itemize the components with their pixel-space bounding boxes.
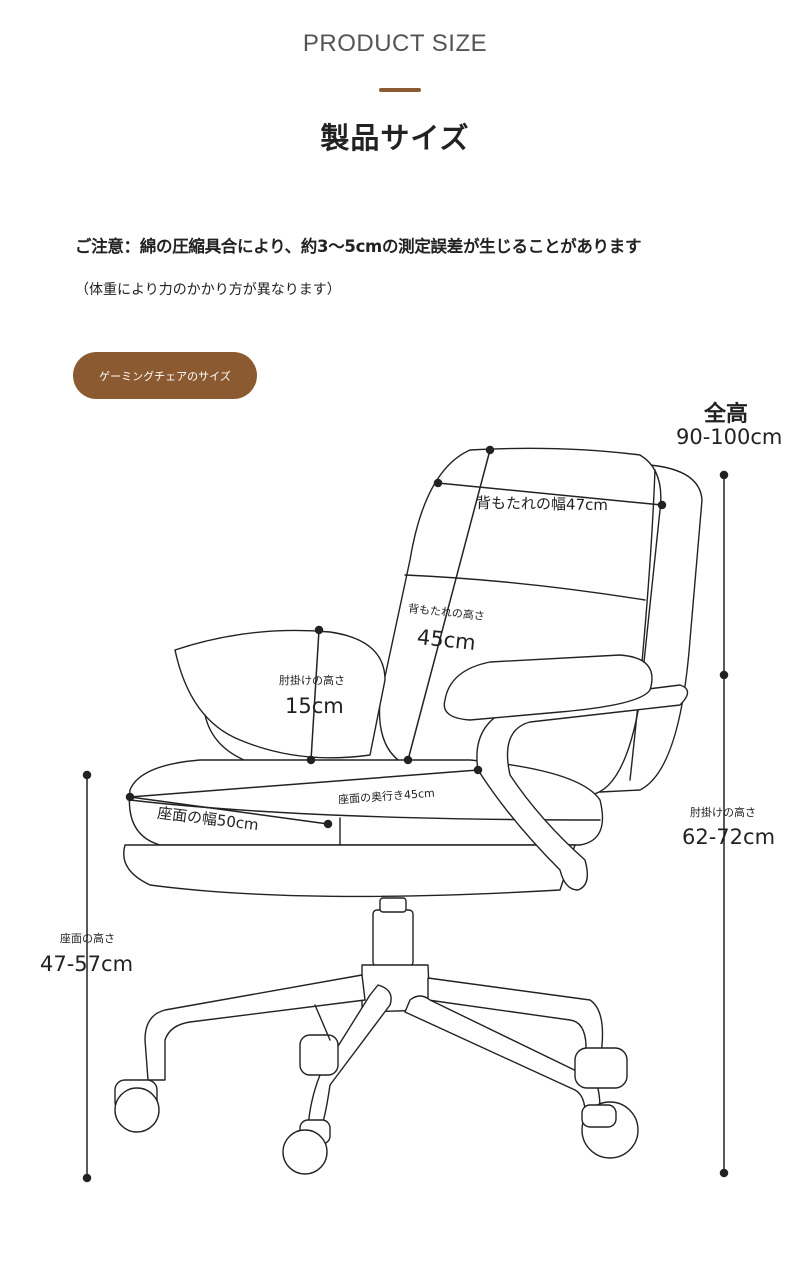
seat-cushion	[128, 759, 604, 846]
total-height-value: 90-100cm	[676, 425, 783, 449]
armrest-height-label: 肘掛けの高さ	[279, 674, 345, 687]
title-underline	[379, 88, 421, 92]
back-width-label: 背もたれの幅47cm	[475, 493, 609, 515]
armrest-floor-value: 62-72cm	[682, 825, 776, 849]
notice-subtext: （体重により力のかかり方が異なります）	[75, 282, 341, 298]
right-armrest-pad	[443, 654, 653, 721]
left-armrest	[174, 629, 386, 759]
caster-back	[299, 1004, 339, 1076]
seat-height-label: 座面の高さ	[60, 932, 115, 945]
title-en: PRODUCT SIZE	[302, 30, 488, 57]
base-leg-left	[144, 974, 366, 1081]
gas-cylinder	[372, 909, 414, 967]
seat-base	[123, 844, 576, 898]
armrest-height-value: 15cm	[285, 694, 344, 718]
section-tag: ゲーミングチェアのサイズ	[73, 352, 257, 399]
notice-text: ご注意：綿の圧縮具合により、約3〜5cmの測定誤差が生じることがあります	[75, 237, 642, 256]
right-armrest-frame	[476, 684, 689, 891]
caster-front-left	[282, 1119, 331, 1175]
armrest-floor-label: 肘掛けの高さ	[690, 806, 756, 819]
base-leg-front-right	[404, 995, 601, 1111]
caster-right	[574, 1047, 639, 1159]
base-leg-front-left	[307, 984, 392, 1131]
total-height-label: 全高	[704, 402, 749, 427]
page-title: 製品サイズ	[320, 121, 470, 155]
seat-height-value: 47-57cm	[40, 952, 134, 976]
caster-left	[114, 1079, 160, 1133]
section-tag-label: ゲーミングチェアのサイズ	[99, 369, 231, 383]
